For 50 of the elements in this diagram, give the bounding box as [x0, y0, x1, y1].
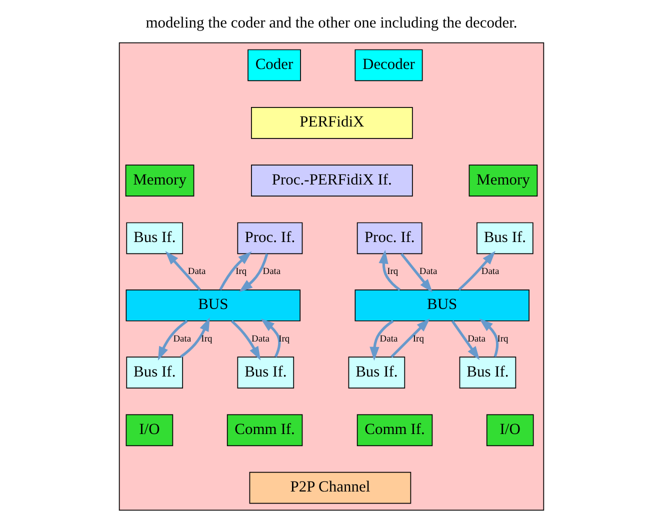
node-box: Bus If.	[126, 222, 184, 254]
arrow	[451, 320, 480, 360]
edge-label: Data	[262, 267, 281, 278]
node-box: Proc. If.	[237, 222, 303, 254]
cluster	[118, 42, 544, 511]
arrow	[219, 251, 252, 290]
node-box: Comm If.	[356, 414, 433, 446]
arrow	[370, 320, 394, 361]
node-box: Decoder	[354, 49, 423, 82]
edge-label: Data	[380, 334, 398, 344]
edge-label: Data	[173, 334, 192, 344]
arrow	[230, 320, 261, 360]
node-box: Bus If.	[459, 356, 516, 388]
node-box: Coder	[248, 49, 301, 82]
edge-label: Data	[481, 267, 500, 278]
node-box: Memory	[468, 164, 538, 196]
node-box: Proc.-PERFidiX If.	[251, 164, 413, 196]
edge-label: Irq	[497, 334, 508, 344]
node-box: I/O	[126, 414, 174, 446]
arrow	[238, 254, 268, 292]
edge-label: Data	[188, 267, 206, 278]
node-box: Memory	[125, 164, 194, 196]
arrow	[158, 320, 188, 361]
arrow	[390, 318, 430, 358]
edge-label: Irq	[412, 334, 424, 344]
arrow	[378, 250, 401, 291]
node-box: Bus If.	[476, 222, 534, 254]
node-box: BUS	[354, 289, 530, 322]
edge-label: Irq	[236, 267, 247, 278]
arrow	[458, 250, 496, 291]
arrow	[165, 251, 201, 291]
node-box: Bus If.	[237, 356, 294, 388]
edge-label: Data	[419, 267, 438, 278]
node-box: BUS	[126, 289, 301, 322]
arrow	[260, 318, 281, 358]
arrow	[479, 318, 499, 358]
node-box: I/O	[486, 414, 534, 446]
node-box: Bus If.	[126, 356, 184, 388]
edge-label: Data	[252, 334, 270, 344]
diagram-title: modeling the coder and the other one including the decoder.	[146, 14, 518, 32]
arrow	[400, 253, 433, 293]
edge-label: Irq	[387, 267, 398, 278]
node-box: Proc. If.	[356, 222, 422, 254]
edge-label: Irq	[201, 334, 212, 344]
node-box: Comm If.	[226, 414, 303, 446]
edge-label: Data	[468, 334, 486, 344]
arrow	[180, 317, 210, 358]
node-box: PERFidiX	[251, 106, 413, 139]
node-box: P2P Channel	[249, 472, 412, 504]
node-box: Bus If.	[348, 356, 406, 388]
